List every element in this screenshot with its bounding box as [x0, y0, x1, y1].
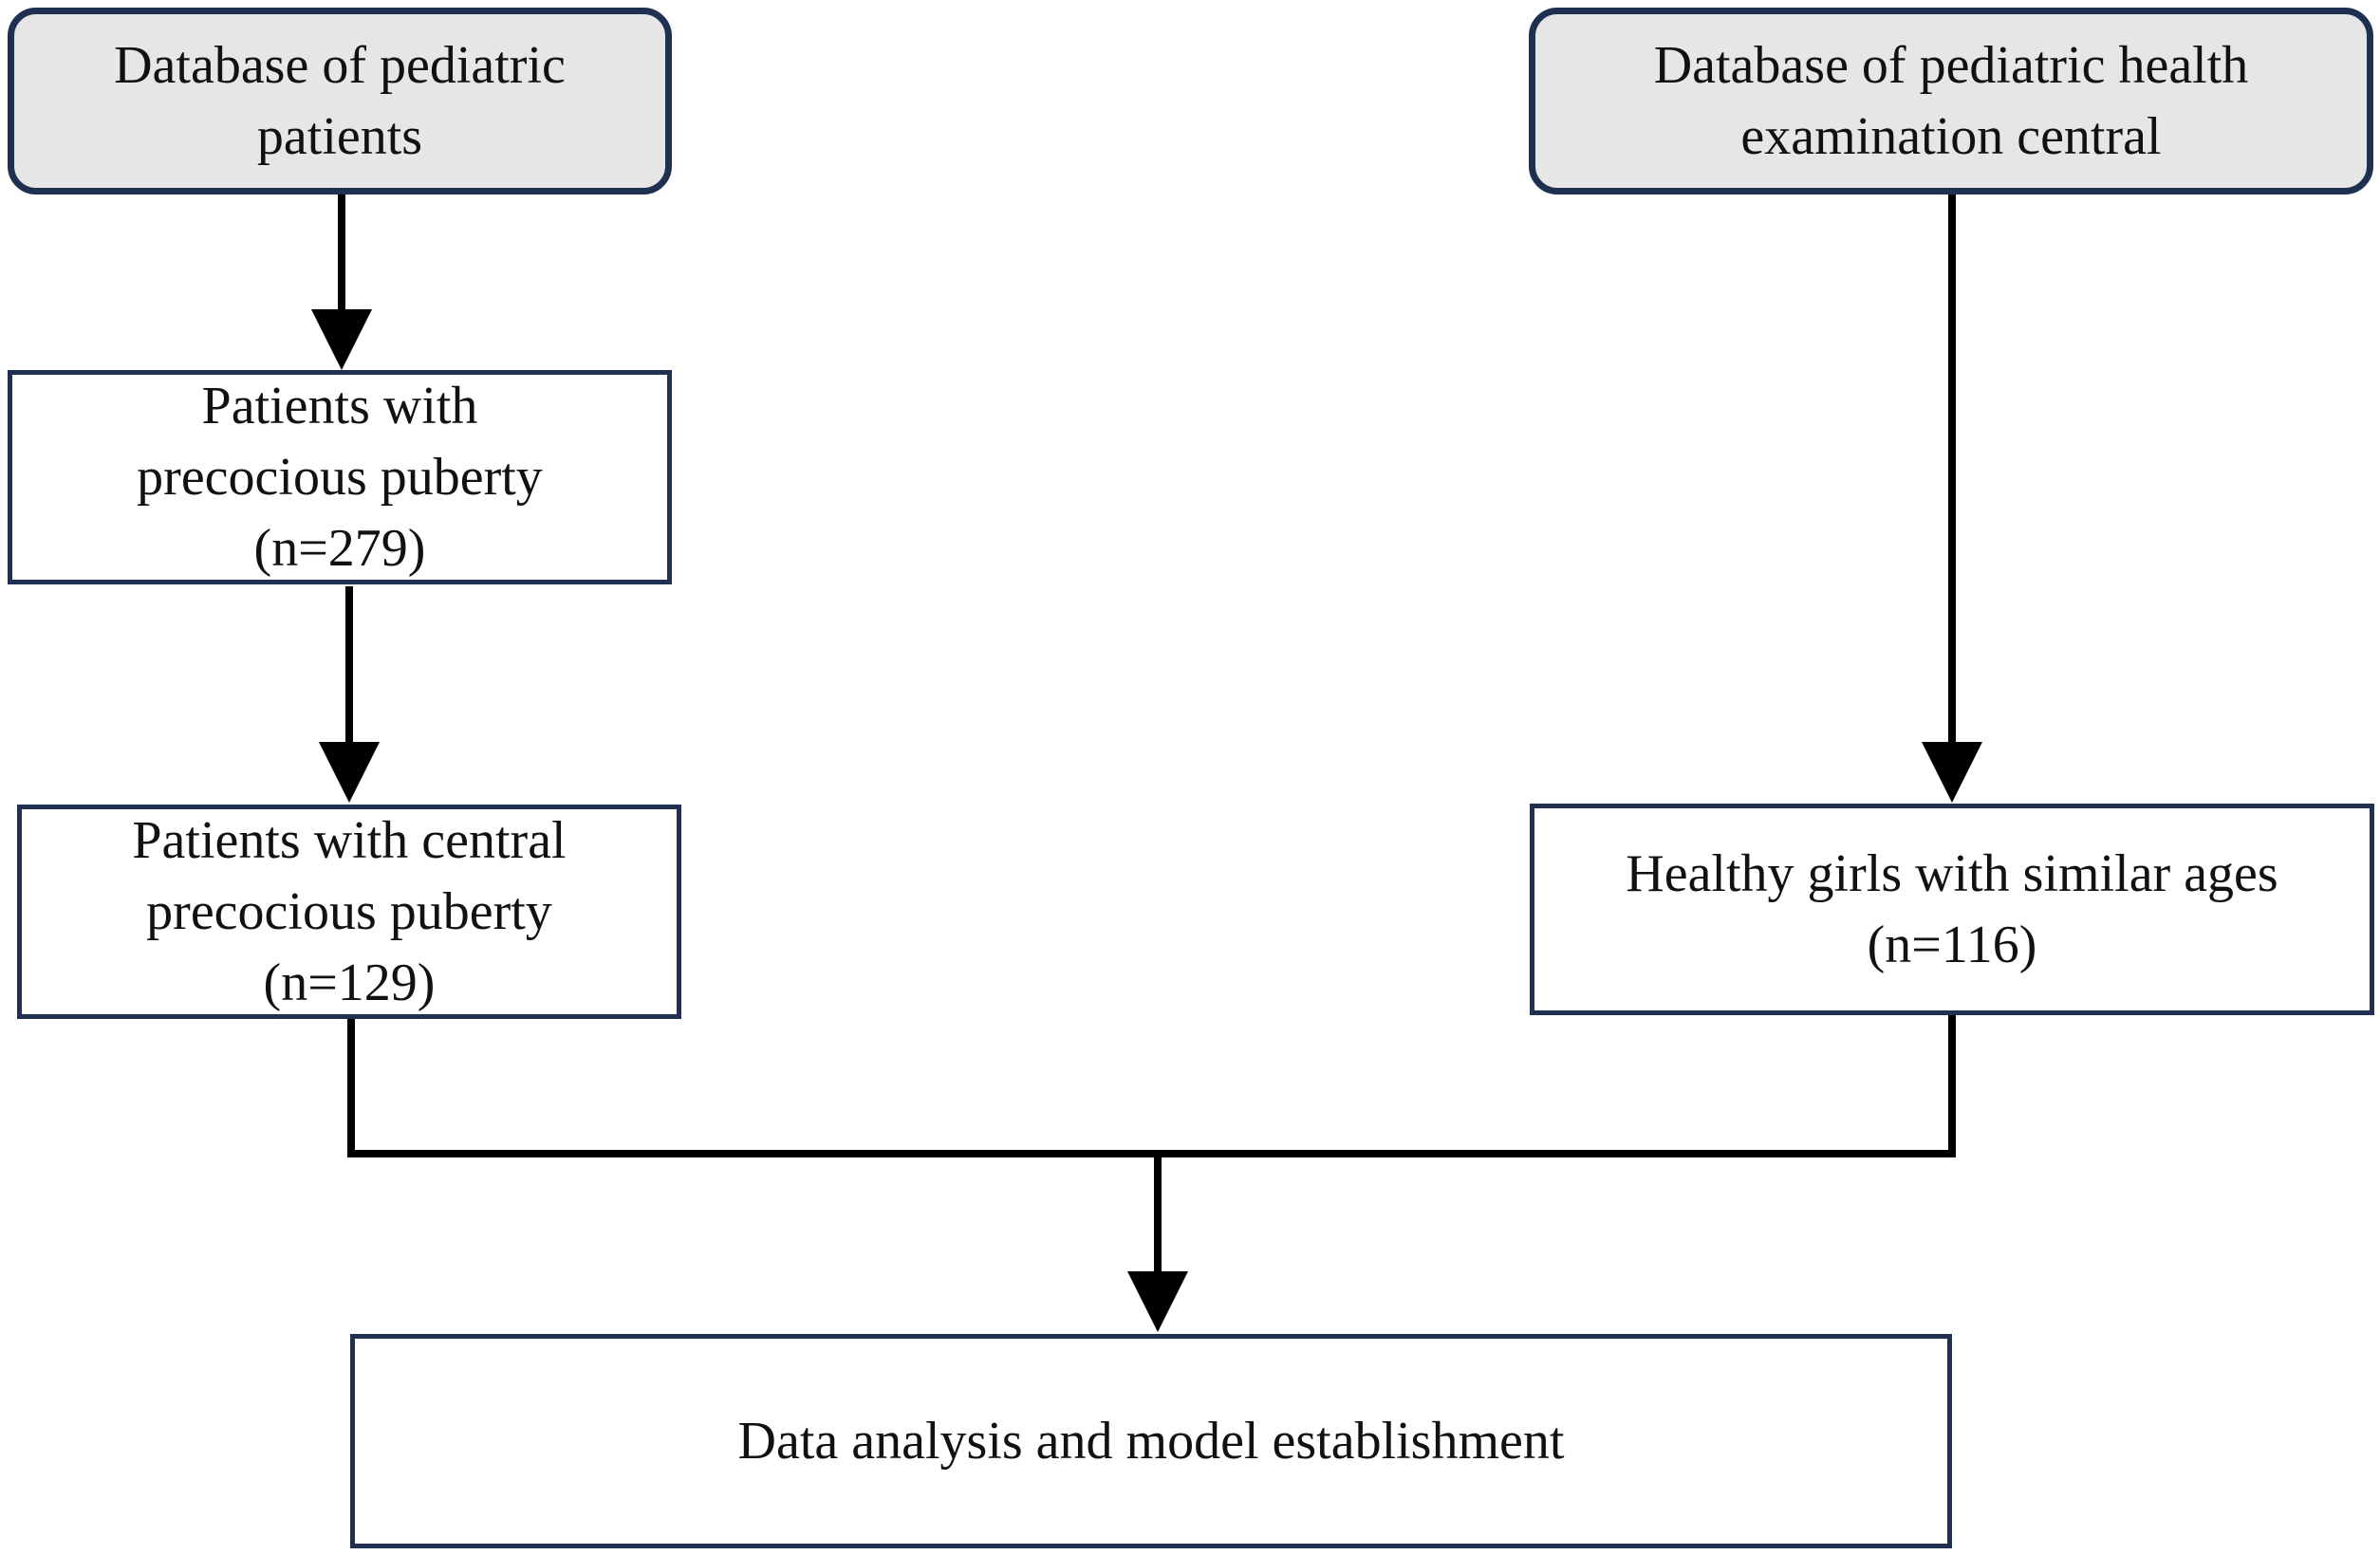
- node-analysis: Data analysis and model establishment: [350, 1334, 1952, 1548]
- node-db-patients-line-2: patients: [256, 106, 423, 166]
- node-db-health-line-1: Database of pediatric health: [1653, 35, 2249, 95]
- node-precocious: Patients with precocious puberty (n=279): [8, 370, 672, 584]
- node-db-health-line-2: examination central: [1740, 106, 2162, 166]
- node-central-precocious-line-1: Patients with central: [132, 810, 567, 870]
- node-central-precocious-count: (n=129): [263, 953, 436, 1012]
- node-central-precocious: Patients with central precocious puberty…: [17, 805, 681, 1019]
- node-db-patients: Database of pediatric patients: [8, 8, 672, 194]
- node-healthy-girls: Healthy girls with similar ages (n=116): [1530, 804, 2374, 1015]
- node-healthy-girls-count: (n=116): [1867, 915, 2037, 974]
- node-precocious-count: (n=279): [253, 518, 426, 578]
- node-precocious-line-2: precocious puberty: [137, 447, 543, 507]
- merge-connector: [347, 1015, 1956, 1157]
- node-precocious-line-1: Patients with: [201, 376, 478, 435]
- node-db-health: Database of pediatric health examination…: [1529, 8, 2373, 194]
- node-healthy-girls-line-1: Healthy girls with similar ages: [1626, 843, 2278, 903]
- node-central-precocious-line-2: precocious puberty: [146, 881, 552, 941]
- node-analysis-label: Data analysis and model establishment: [737, 1411, 1565, 1471]
- node-db-patients-line-1: Database of pediatric: [114, 35, 566, 95]
